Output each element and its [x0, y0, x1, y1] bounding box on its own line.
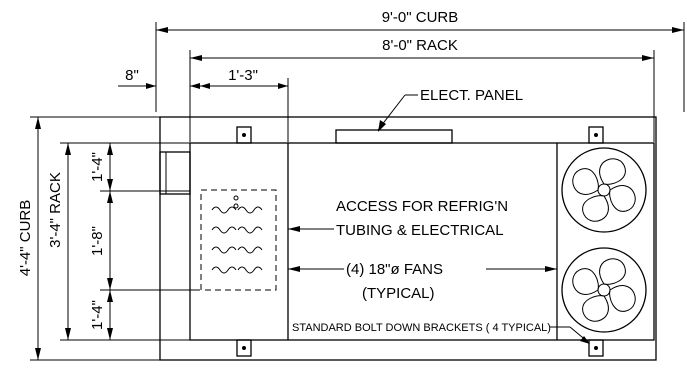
- seg1-arrow-bottom: [107, 179, 113, 191]
- dim-1-3-label: 1'-3": [228, 67, 258, 84]
- seg3-arrow-top: [107, 290, 113, 302]
- brackets-label: STANDARD BOLT DOWN BRACKETS ( 4 TYPICAL): [292, 322, 551, 334]
- dim-1-3-arrow-right: [278, 83, 288, 89]
- bracket-bottom-right: [588, 339, 604, 357]
- fans-label-line2: (TYPICAL): [362, 285, 435, 302]
- bracket-top-right: [588, 126, 604, 144]
- seg3-arrow-bottom: [107, 328, 113, 340]
- seg2-arrow-bottom: [107, 278, 113, 290]
- brackets-leader-arrow: [580, 336, 590, 344]
- rack-height-arrow-bottom: [65, 328, 71, 340]
- fans-label-line1: (4) 18"ø FANS: [346, 261, 443, 278]
- elect-panel-label: ELECT. PANEL: [420, 87, 523, 104]
- curb-height-arrow-bottom: [35, 348, 41, 360]
- curb-outline: [159, 116, 657, 361]
- compressor-area: [200, 189, 277, 291]
- curb-width-label: 9'-0" CURB: [382, 9, 459, 26]
- offset-arrow-left: [146, 83, 156, 89]
- curb-width-arrow-right: [672, 27, 684, 33]
- dim-bot-1-4-label: 1'-4": [89, 300, 106, 330]
- rack-height-arrow-top: [65, 143, 71, 155]
- seg1-arrow-top: [107, 143, 113, 155]
- bracket-top-left: [236, 126, 252, 144]
- access-leader-arrow: [288, 226, 300, 232]
- fan-bottom: [561, 247, 647, 333]
- elect-panel-leader-arrow: [378, 120, 386, 132]
- offset-label: 8": [125, 67, 139, 84]
- rack-width-arrow-right: [642, 55, 654, 61]
- access-label-line1: ACCESS FOR REFRIG'N: [336, 198, 508, 215]
- curb-width-arrow-left: [156, 27, 168, 33]
- curb-height-label: 4'-4" CURB: [17, 200, 34, 277]
- fans-leader-arrow-left: [288, 266, 300, 272]
- dim-1-3-arrow-left: [200, 83, 210, 89]
- bracket-bottom-left: [236, 339, 252, 357]
- rack-height-label: 3'-4" RACK: [47, 172, 64, 248]
- dim-mid-1-8-label: 1'-8": [89, 226, 106, 256]
- offset-arrow-right: [190, 83, 200, 89]
- seg2-arrow-top: [107, 191, 113, 203]
- access-label-line2: TUBING & ELECTRICAL: [336, 222, 504, 239]
- fans-leader-arrow-right: [545, 266, 557, 272]
- connection-stub: [159, 151, 191, 195]
- dim-top-1-4-label: 1'-4": [89, 152, 106, 182]
- rack-outline: [189, 142, 655, 341]
- fan-top: [561, 147, 647, 233]
- rack-width-label: 8'-0" RACK: [382, 37, 458, 54]
- coil-symbols: [211, 195, 263, 274]
- curb-height-arrow-top: [35, 117, 41, 129]
- rack-width-arrow-left: [190, 55, 202, 61]
- electrical-panel: [335, 129, 453, 144]
